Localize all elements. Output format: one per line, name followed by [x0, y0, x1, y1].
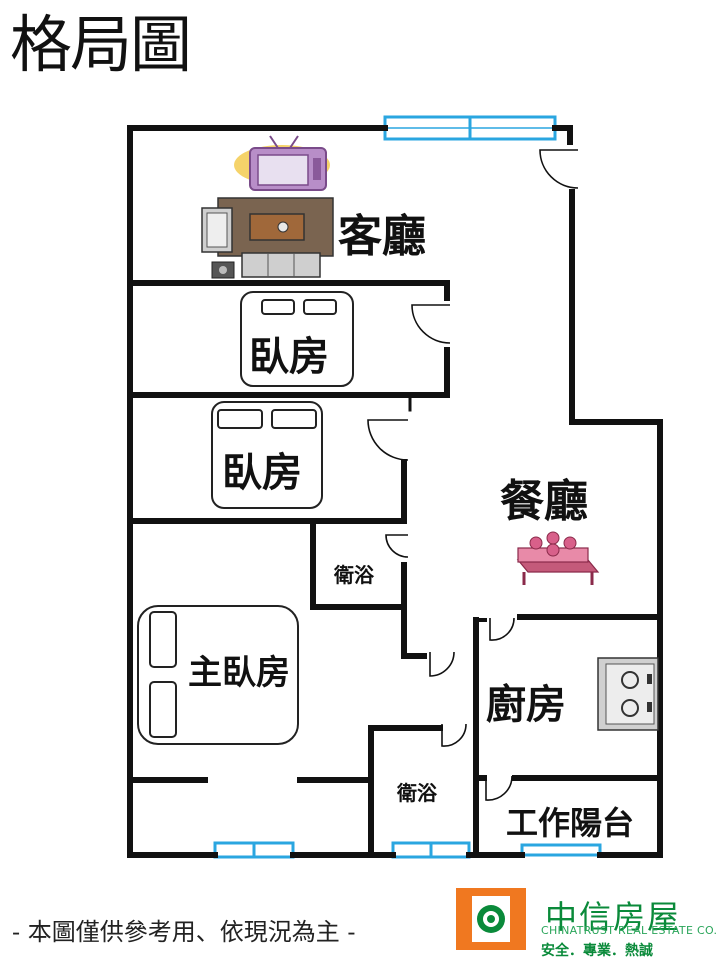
- door-entrance: [539, 149, 579, 189]
- door-corridor: [429, 651, 455, 677]
- brand-slogan: 安全．專業．熱誠: [541, 943, 653, 959]
- label-bathroom-2: 衛浴: [396, 781, 438, 805]
- room-labels: 客廳 臥房 臥房 餐廳 衛浴 主臥房 廚房 衛浴 工作陽台: [188, 211, 634, 842]
- door-bedroom-1: [411, 304, 451, 344]
- bed-icon-bedroom-1: [240, 291, 354, 387]
- bed-icon-master-bedroom: [137, 605, 299, 745]
- label-living-room: 客廳: [338, 211, 426, 262]
- label-bedroom-2: 臥房: [222, 450, 302, 496]
- sofa-set-icon: [201, 197, 334, 279]
- label-master-bedroom: 主臥房: [188, 653, 290, 693]
- window-balcony: [520, 843, 602, 857]
- door-bathroom-1: [385, 534, 409, 558]
- label-balcony: 工作陽台: [506, 804, 634, 842]
- disclaimer-text: - 本圖僅供參考用、依現況為主 -: [12, 918, 356, 946]
- door-bedroom-2: [367, 419, 409, 461]
- dining-table-icon: [516, 531, 600, 585]
- label-bedroom-1: 臥房: [249, 334, 329, 380]
- label-bathroom-1: 衛浴: [333, 563, 375, 587]
- bed-icon-bedroom-2: [211, 401, 323, 509]
- door-dining: [489, 617, 515, 641]
- tv-icon: [234, 135, 330, 191]
- doors: [367, 149, 579, 801]
- walls: [127, 125, 663, 858]
- door-balcony: [485, 775, 513, 801]
- page-title: 格局圖: [10, 8, 192, 81]
- label-kitchen: 廚房: [486, 682, 566, 728]
- brand-name-english: CHINATRUST REAL ESTATE CO.: [541, 924, 718, 937]
- label-dining-room: 餐廳: [500, 476, 588, 527]
- brand-name: 中信房屋: [545, 898, 682, 936]
- chinatrust-logo-icon: [456, 888, 526, 950]
- stove-icon: [597, 657, 659, 731]
- door-bathroom-2: [441, 723, 467, 747]
